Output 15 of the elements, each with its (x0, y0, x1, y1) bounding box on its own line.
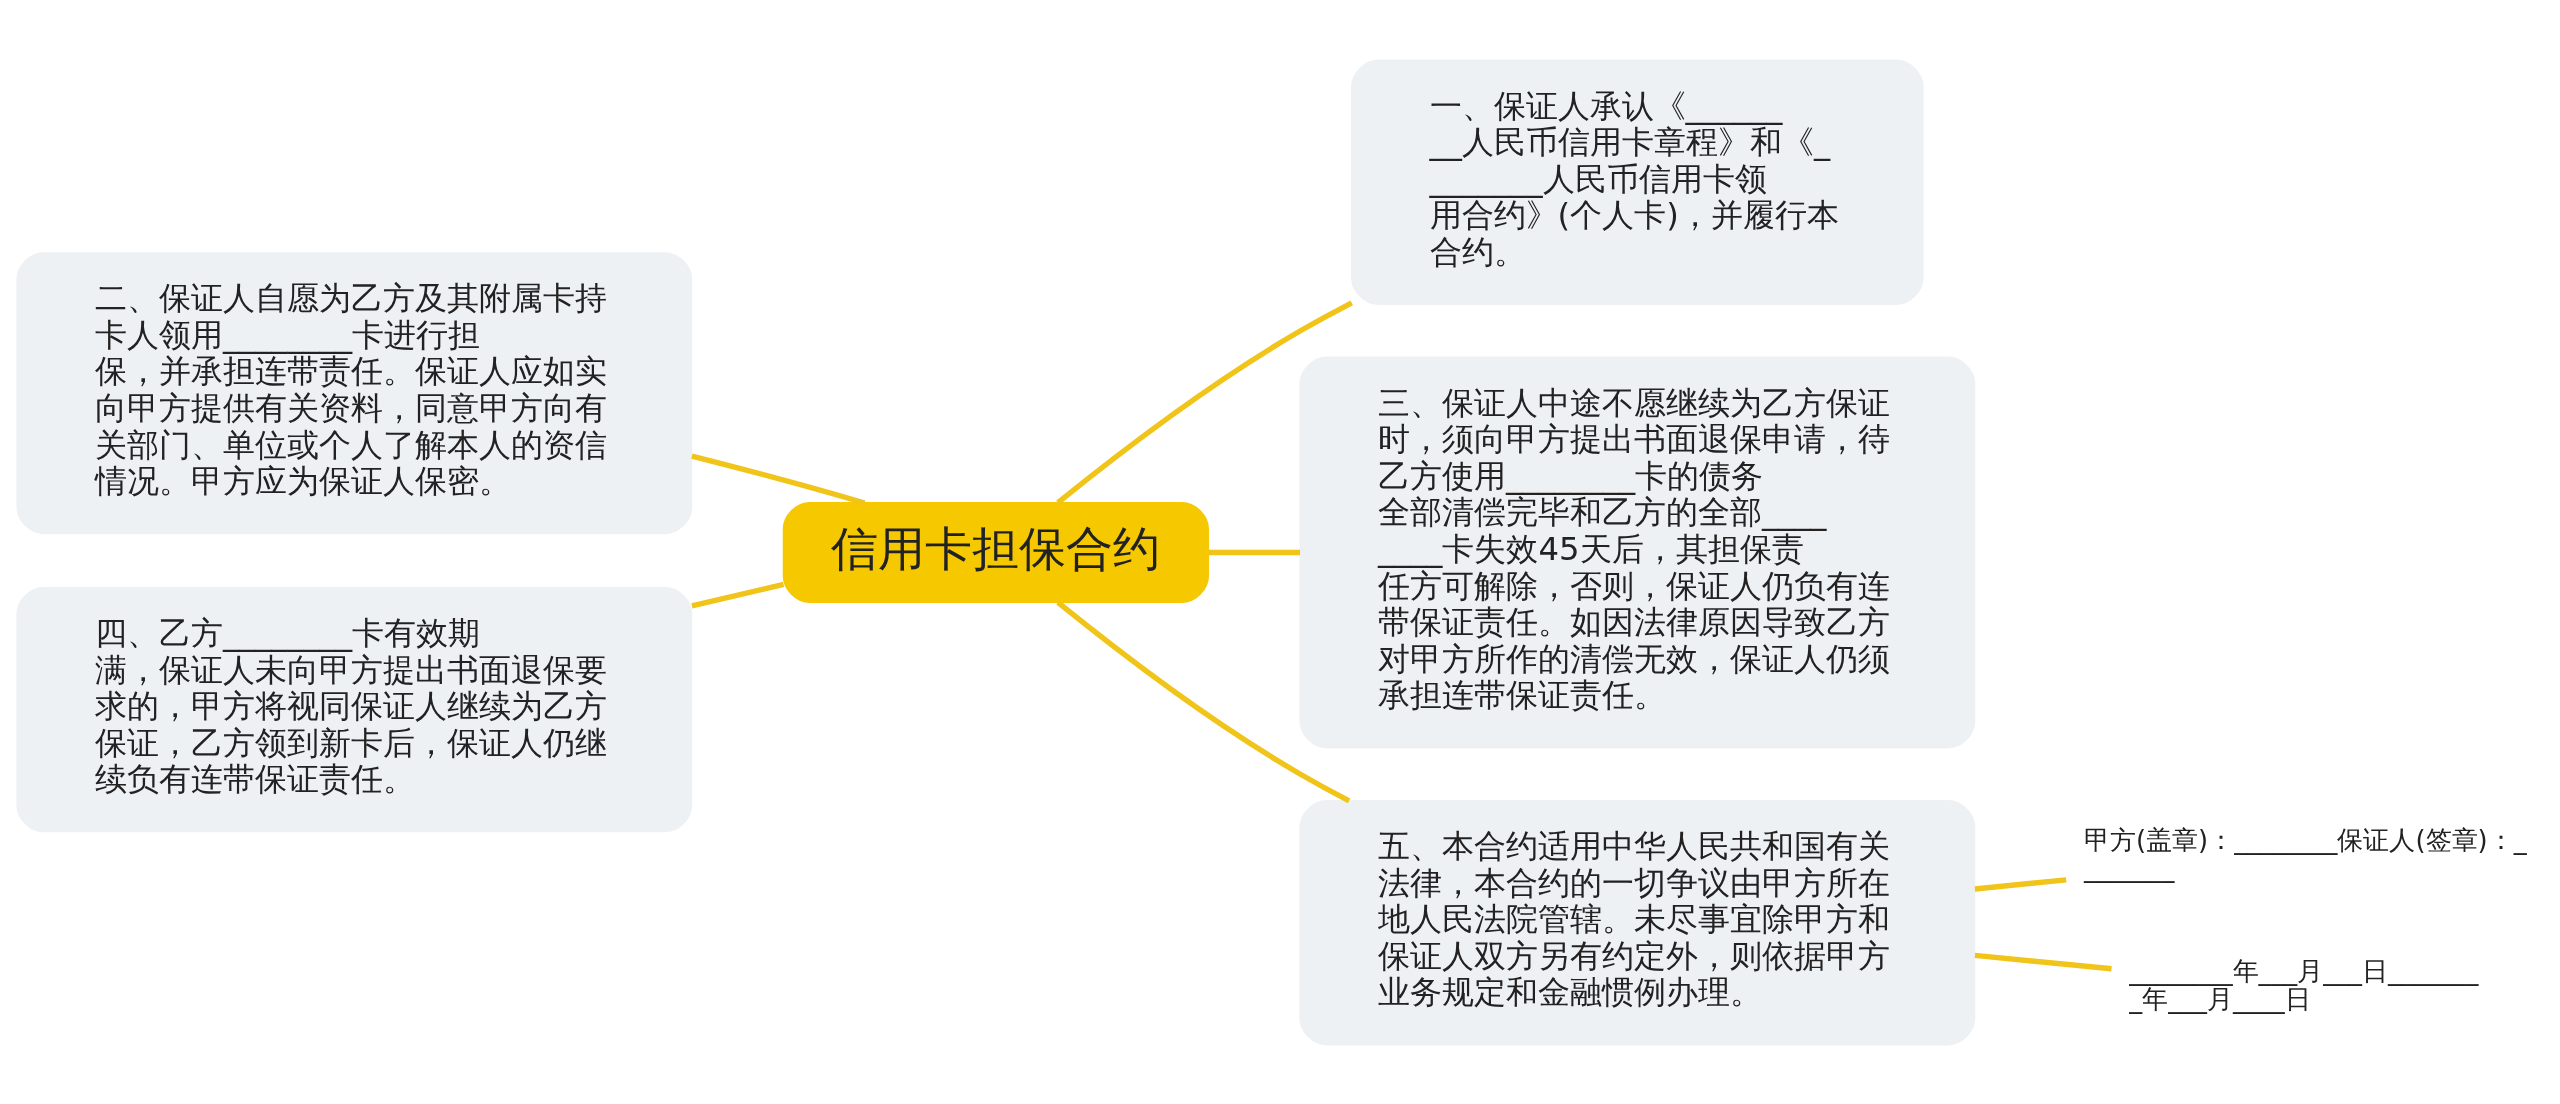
node-box: 三、保证人中途不愿继续为乙方保证时，须向甲方提出书面退保申请，待乙方使用________卡的债务全部清偿完毕和乙方的全部________卡失效45天后，其担保责任方可解除，否则，保证人仍负有连带保证责任。如因法律原因导致乙方对甲方所作的清偿无效，保证人仍须承担连带保证责任。 (1299, 356, 1976, 748)
node-box: 四、乙方________卡有效期满，保证人未向甲方提出书面退保要求的，甲方将视同保证人继续为乙方保证，乙方领到新卡后，保证人仍继续负有连带保证责任。 (16, 586, 693, 832)
node-box: 信用卡担保合约 (782, 501, 1209, 603)
connector (1974, 876, 2067, 892)
connector (691, 581, 785, 609)
connector (1208, 549, 1301, 555)
connector (1056, 299, 1353, 505)
node-box: 一、保证人承认《________人民币信用卡章程》和《________人民币信用卡领用合约》(个人卡)，并履行本合约。 (1351, 59, 1924, 305)
node-box: 二、保证人自愿为乙方及其附属卡持卡人领用________卡进行担保，并承担连带责任。保证人应如实向甲方提供有关资料，同意甲方向有关部门、单位或个人了解本人的资信情况。甲方应为保证人保密。 (16, 251, 693, 534)
node-text: 甲方(盖章)：________保证人(签章)：________ (2084, 824, 2527, 883)
node-text: ________年___月___日________年___月____日 (2129, 955, 2479, 1014)
connector (1056, 599, 1351, 803)
connector (1974, 952, 2112, 971)
connector (691, 452, 866, 506)
node-box: 五、本合约适用中华人民共和国有关法律，本合约的一切争议由甲方所在地人民法院管辖。未尽事宜除甲方和保证人双方另有约定外，则依据甲方业务规定和金融惯例办理。 (1299, 799, 1976, 1045)
